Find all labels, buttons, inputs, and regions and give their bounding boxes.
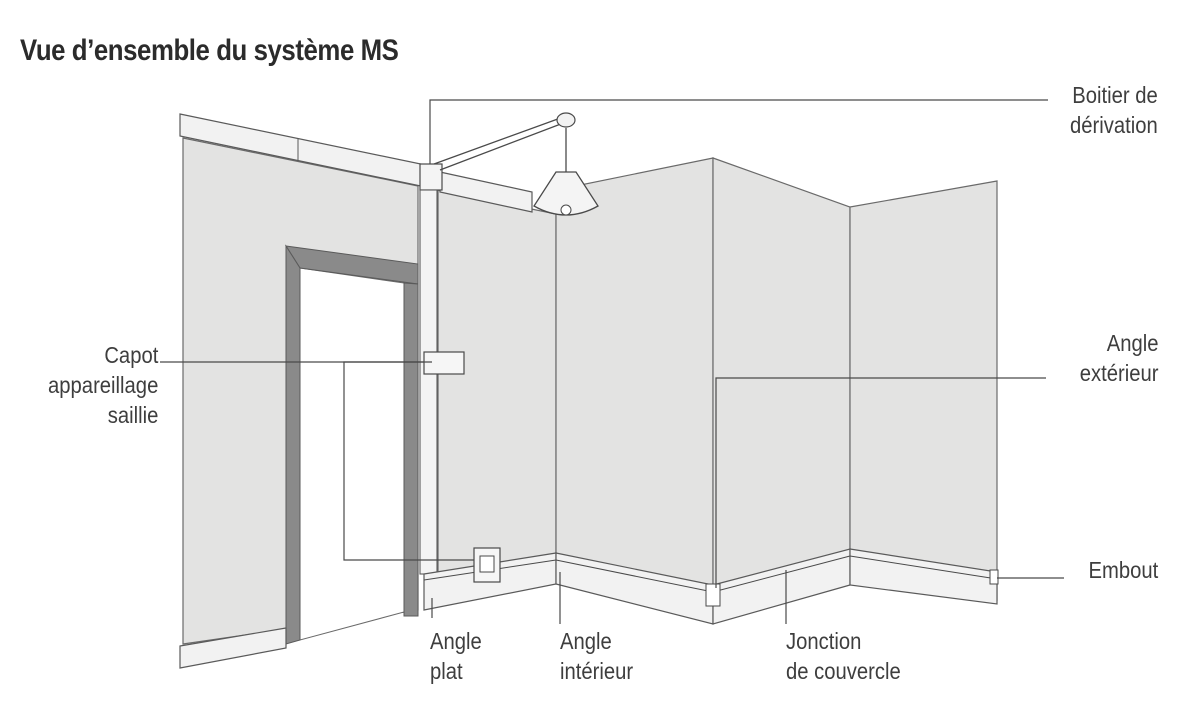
- vertical-trunking: [419, 189, 438, 575]
- label-angle-interieur-line-1: Angle: [560, 628, 612, 654]
- label-angle-exterieur: Angle extérieur: [1079, 328, 1158, 388]
- callout-lines: [160, 99, 1064, 624]
- label-jonction-line-1: Jonction: [786, 628, 862, 654]
- door-frame-right: [403, 282, 419, 617]
- outer-angle-piece: [705, 583, 721, 607]
- wall-panel-2: [437, 189, 557, 579]
- label-jonction-line-2: de couvercle: [786, 658, 901, 684]
- page-title: Vue d’ensemble du système MS: [20, 34, 399, 67]
- label-boitier-line-1: Boitier de: [1072, 82, 1158, 108]
- bottom-left-trunking: [179, 627, 287, 669]
- label-capot-line-3: saillie: [107, 402, 158, 428]
- label-angle-plat: Angle plat: [430, 626, 482, 686]
- label-angle-interieur: Angle intérieur: [560, 626, 633, 686]
- label-angle-plat-line-2: plat: [430, 658, 463, 684]
- label-angle-exterieur-line-1: Angle: [1106, 330, 1158, 356]
- switch-cover: [423, 351, 465, 375]
- skirting-4: [849, 548, 998, 605]
- label-embout-line-1: Embout: [1088, 557, 1158, 583]
- label-capot-line-2: appareillage: [47, 372, 158, 398]
- end-cap: [989, 569, 999, 585]
- lamp-shade: [533, 171, 599, 216]
- label-capot: Capot appareillage saillie: [48, 340, 158, 430]
- junction-box: [419, 163, 443, 191]
- ceiling-rose: [556, 112, 576, 128]
- wall-panel-5: [849, 180, 998, 601]
- label-boitier-line-2: dérivation: [1070, 112, 1158, 138]
- label-jonction: Jonction de couvercle: [786, 626, 901, 686]
- label-angle-exterieur-line-2: extérieur: [1079, 360, 1158, 386]
- label-embout: Embout: [1088, 555, 1158, 585]
- label-angle-interieur-line-2: intérieur: [560, 658, 634, 684]
- label-capot-line-1: Capot: [103, 342, 158, 368]
- label-boitier: Boitier de dérivation: [1070, 80, 1158, 140]
- label-angle-plat-line-1: Angle: [430, 628, 482, 654]
- wall-panel-4: [712, 157, 851, 588]
- door-opening: [299, 267, 405, 641]
- door-frame-left: [285, 244, 301, 645]
- wall-panel-3: [555, 157, 714, 588]
